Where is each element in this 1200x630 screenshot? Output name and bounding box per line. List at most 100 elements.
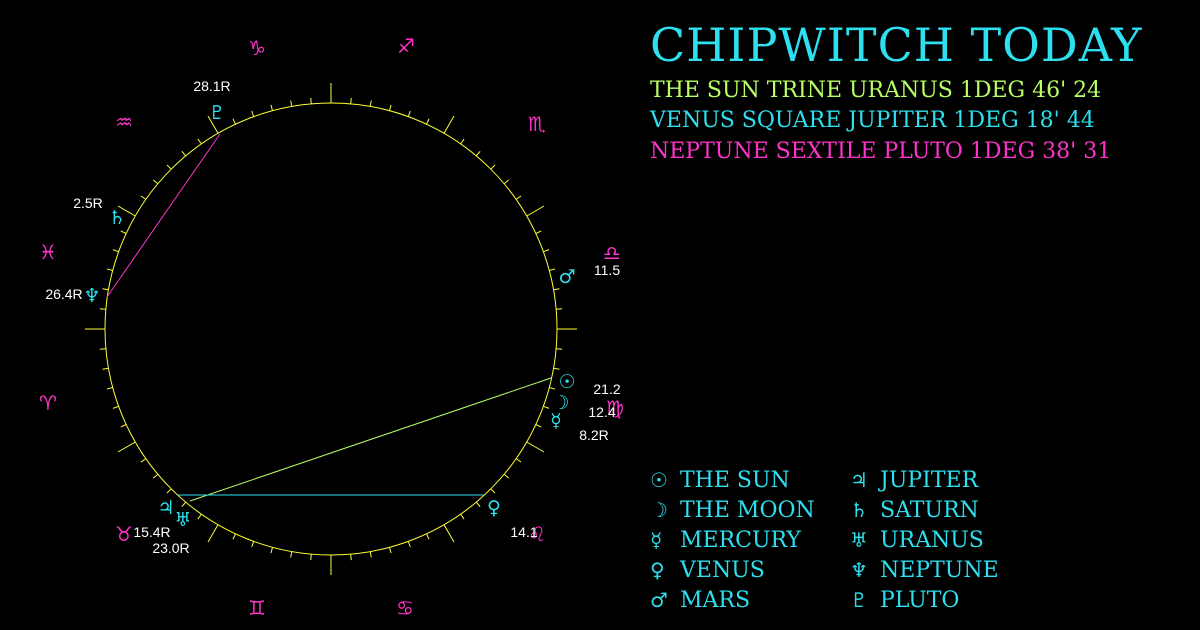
legend-item: ♆ NEPTUNE xyxy=(850,558,999,583)
wheel-tick xyxy=(207,115,219,134)
wheel-tick xyxy=(112,249,119,253)
wheel-tick xyxy=(369,551,372,558)
wheel-tick xyxy=(535,424,542,428)
wheel-tick xyxy=(475,501,481,508)
aries-icon: ♈ xyxy=(39,391,57,415)
virgo-icon: ♍ xyxy=(606,396,624,420)
legend-label: MARS xyxy=(680,588,751,613)
moon-icon: ☽ xyxy=(552,392,569,414)
wheel-tick xyxy=(460,138,465,145)
uranus-icon: ♅ xyxy=(850,528,868,552)
planet-degree-label: 8.2R xyxy=(579,427,609,443)
legend-item: ☉ THE SUN xyxy=(650,468,790,493)
wheel-circle xyxy=(104,102,558,556)
wheel-tick xyxy=(106,268,113,271)
wheel-tick xyxy=(407,110,411,117)
wheel-tick xyxy=(232,533,236,540)
wheel-tick xyxy=(207,524,219,543)
moon-icon: ☽ xyxy=(650,498,668,522)
legend-label: NEPTUNE xyxy=(880,558,999,583)
wheel-tick xyxy=(166,164,172,170)
mars-icon: ♂ xyxy=(650,588,668,612)
neptune-icon: ♆ xyxy=(850,558,868,582)
aspect-line-1: THE SUN TRINE URANUS 1DEG 46' 24 xyxy=(650,78,1102,103)
zodiac-signs: ♑♐♏♎♍♌♋♊♉♈♓♒ xyxy=(39,34,624,620)
wheel-tick xyxy=(526,441,545,453)
wheel-tick xyxy=(490,488,496,494)
pisces-icon: ♓ xyxy=(39,240,57,264)
mercury-icon: ☿ xyxy=(550,410,562,432)
legend-item: ♀ VENUS xyxy=(650,558,765,583)
wheel-tick xyxy=(407,541,411,548)
wheel-tick xyxy=(181,150,187,157)
wheel-tick xyxy=(251,541,255,548)
wheel-tick xyxy=(350,97,352,104)
wheel-tick xyxy=(120,424,127,428)
wheel-tick xyxy=(310,97,312,104)
wheel-tick xyxy=(310,554,312,561)
aquarius-icon: ♒ xyxy=(115,110,133,134)
wheel-tick xyxy=(460,513,465,520)
legend-label: THE SUN xyxy=(680,468,790,493)
wheel-tick xyxy=(112,405,119,409)
aspect-line-3: NEPTUNE SEXTILE PLUTO 1DEG 38' 31 xyxy=(650,139,1112,164)
legend-item: ♂ MARS xyxy=(650,588,750,613)
planet-degree-label: 14.1 xyxy=(510,524,537,540)
sun-icon: ☉ xyxy=(650,468,668,492)
wheel-tick xyxy=(102,288,109,291)
wheel-tick xyxy=(475,150,481,157)
legend-label: JUPITER xyxy=(880,468,979,493)
libra-icon: ♎ xyxy=(603,241,621,265)
legend-label: PLUTO xyxy=(880,588,960,613)
legend-item: ♇PLUTO xyxy=(850,588,959,613)
wheel-tick xyxy=(270,547,273,554)
legend-item: ☿ MERCURY xyxy=(650,528,801,553)
venus-icon: ♀ xyxy=(650,558,665,582)
wheel-tick xyxy=(117,441,136,453)
capricorn-icon: ♑ xyxy=(248,36,266,60)
wheel-tick xyxy=(503,473,510,479)
wheel-tick xyxy=(232,118,236,125)
wheel-tick xyxy=(102,367,109,370)
taurus-icon: ♉ xyxy=(115,522,133,546)
wheel-tick xyxy=(426,533,430,540)
planets: ♇28.1R♄2.5R♆26.4R♂11.5☉21.2☽12.4☿8.2R♀14… xyxy=(45,78,621,556)
planet-degree-label: 12.4 xyxy=(588,404,615,420)
wheel-tick xyxy=(543,249,550,253)
mercury-icon: ☿ xyxy=(650,528,663,552)
planet-degree-label: 15.4R xyxy=(133,524,170,540)
legend-label: URANUS xyxy=(880,528,984,553)
planet-degree-label: 26.4R xyxy=(45,286,82,302)
mars-icon: ♂ xyxy=(558,266,575,288)
legend-label: THE MOON xyxy=(680,498,815,523)
jupiter-icon: ♃ xyxy=(157,497,174,519)
planet-degree-label: 21.2 xyxy=(593,381,620,397)
venus-icon: ♀ xyxy=(487,497,501,519)
cancer-icon: ♋ xyxy=(396,596,414,620)
wheel-tick xyxy=(197,138,202,145)
sun-icon: ☉ xyxy=(558,371,575,393)
leo-icon: ♌ xyxy=(528,522,546,546)
wheel-tick xyxy=(106,387,113,390)
scorpio-icon: ♏ xyxy=(528,112,546,136)
wheel-tick xyxy=(152,473,159,479)
wheel-tick xyxy=(350,554,352,561)
wheel-tick xyxy=(389,104,392,111)
wheel-tick xyxy=(290,100,293,107)
wheel-tick xyxy=(290,551,293,558)
wheel-tick xyxy=(443,524,455,543)
wheel-tick xyxy=(443,115,455,134)
planet-degree-label: 11.5 xyxy=(594,262,620,278)
wheel-tick xyxy=(389,547,392,554)
legend-label: VENUS xyxy=(680,558,765,583)
planet-degree-label: 28.1R xyxy=(193,78,230,94)
trine-line xyxy=(189,377,552,502)
wheel-tick xyxy=(152,179,159,185)
wheel-tick xyxy=(99,348,106,350)
jupiter-icon: ♃ xyxy=(850,468,868,492)
page-title: CHIPWITCH TODAY xyxy=(650,18,1143,72)
natal-chart-wheel: ♑♐♏♎♍♌♋♊♉♈♓♒ ♇28.1R♄2.5R♆26.4R♂11.5☉21.2… xyxy=(39,34,624,620)
legend-label: MERCURY xyxy=(680,528,801,553)
wheel-tick xyxy=(197,513,202,520)
legend-item: ♄SATURN xyxy=(850,498,979,523)
